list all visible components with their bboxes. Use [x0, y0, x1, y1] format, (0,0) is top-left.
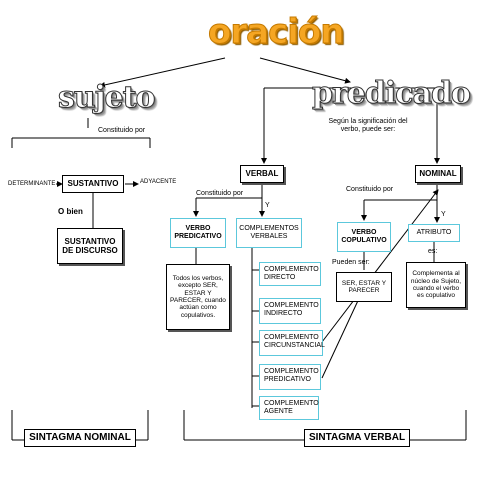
- adyacente-label: ADYACENTE: [140, 179, 177, 185]
- verbal-constituido-label: Constituido por: [196, 190, 244, 197]
- complemento-indirecto-box: COMPLEMENTO INDIRECTO: [259, 298, 321, 324]
- sujeto-heading: sujeto: [58, 80, 157, 116]
- title-oracion: oración: [207, 12, 344, 53]
- predicativo-note-box: Todos los verbos, excepto SER, ESTAR Y P…: [166, 264, 230, 330]
- complementos-verbales-box: COMPLEMENTOS VERBALES: [236, 218, 302, 248]
- o-bien-label: O bien: [58, 207, 83, 216]
- predicado-heading: predicado: [312, 76, 472, 112]
- es-label: es:: [428, 248, 438, 255]
- verbal-box: VERBAL: [240, 165, 284, 183]
- sintagma-verbal-box: SINTAGMA VERBAL: [304, 429, 410, 447]
- arrow-title-to-sujeto: [99, 57, 226, 88]
- copulativo-note-box: SER, ESTAR Y PARECER: [336, 272, 392, 302]
- determinante-label: DETERMINANTE: [8, 181, 56, 187]
- verbo-predicativo-box: VERBO PREDICATIVO: [170, 218, 226, 248]
- sustantivo-discurso-box: SUSTANTIVO DE DISCURSO: [57, 228, 123, 264]
- nominal-constituido-label: Constituido por: [346, 186, 394, 193]
- complemento-predicativo-box: COMPLEMENTO PREDICATIVO: [259, 364, 321, 390]
- complemento-directo-box: COMPLEMENTO DIRECTO: [259, 262, 321, 286]
- sintagma-nominal-box: SINTAGMA NOMINAL: [24, 429, 136, 447]
- nominal-y-label: Y: [441, 211, 446, 218]
- complemento-circunstancial-box: COMPLEMENTO CIRCUNSTANCIAL: [259, 330, 325, 356]
- segun-label: Según la significación del verbo, puede …: [328, 118, 408, 134]
- sujeto-constituido-label: Constituido por: [98, 127, 146, 134]
- atributo-box: ATRIBUTO: [408, 224, 460, 242]
- nominal-box: NOMINAL: [415, 165, 461, 183]
- sustantivo-box: SUSTANTIVO: [62, 175, 124, 193]
- verbal-y-label: Y: [265, 202, 270, 209]
- arrow-title-to-predicado: [259, 57, 351, 84]
- atributo-note-box: Complementa al núcleo de Sujeto, cuando …: [406, 262, 466, 308]
- complemento-agente-box: COMPLEMENTO AGENTE: [259, 396, 319, 420]
- verbo-copulativo-box: VERBO COPULATIVO: [337, 222, 391, 252]
- pueden-ser-label: Pueden ser:: [332, 259, 370, 266]
